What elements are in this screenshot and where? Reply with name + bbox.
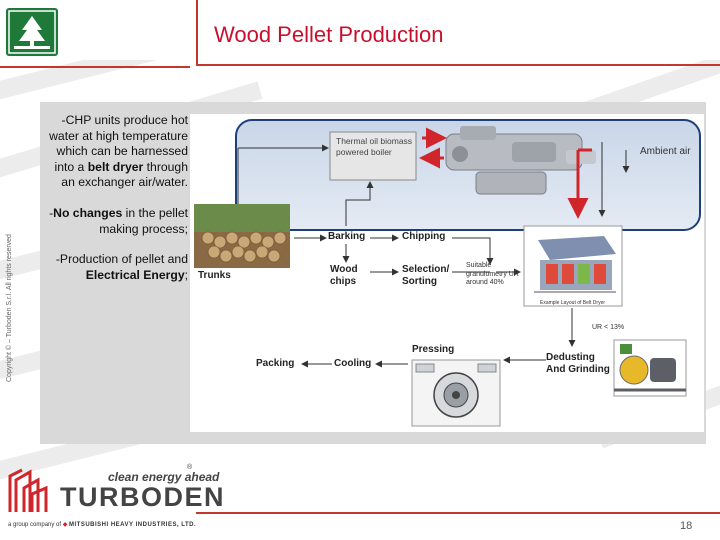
granulometry-label: Suitable granulometry UR around 40% (466, 262, 519, 286)
page-title: Wood Pellet Production (214, 22, 444, 47)
copyright-text: Copyright © – Turboden S.r.l. All rights… (6, 234, 13, 382)
pellet-press-illustration (411, 359, 501, 427)
ambient-air-label: Ambient air (640, 146, 691, 157)
belt-dryer-illustration (523, 225, 623, 307)
company-tree-logo (6, 8, 58, 56)
bold-electrical-energy: Electrical Energy (85, 267, 185, 282)
bullet-belt-dryer: -CHP units produce hot water at high tem… (49, 113, 188, 190)
process-diagram: Thermal oil biomass powered boiler Ambie… (190, 114, 704, 432)
barking-label: Barking (328, 231, 366, 242)
pressing-label: Pressing (412, 344, 455, 355)
bold-belt-dryer: belt dryer (87, 159, 144, 174)
grinder-illustration (613, 339, 687, 397)
registered-mark: ® (187, 464, 193, 471)
boiler-label: Thermal oil biomass powered boiler (336, 136, 413, 157)
trunks-label: Trunks (198, 270, 231, 281)
trunks-photo (194, 204, 290, 268)
dryer-caption: Example Layout of Belt Dryer (540, 300, 606, 306)
boiler-box (329, 131, 417, 181)
cooling-label: Cooling (334, 358, 372, 369)
page-number: 18 (680, 520, 693, 532)
wood-chips-label: Wood chips (330, 264, 358, 287)
bold-no-changes: No changes (53, 205, 123, 220)
turboden-logo (6, 458, 202, 530)
bullet-text-column: -CHP units produce hot water at high tem… (40, 113, 188, 298)
copyright-notice: Copyright © – Turboden S.r.l. All rights… (2, 210, 14, 390)
footer-rule (196, 512, 720, 514)
bullet-electrical-energy: -Production of pellet and Electrical Ene… (55, 252, 188, 282)
header-frame (196, 0, 720, 66)
turbine-machinery (445, 126, 596, 195)
chipping-label: Chipping (402, 231, 446, 242)
brand-tagline: clean energy ahead (108, 470, 220, 484)
selection-sorting-label: Selection/ Sorting (402, 264, 450, 287)
group-company-line: a group company of ◆ MITSUBISHI HEAVY IN… (8, 522, 197, 528)
brand-name: TURBODEN (60, 482, 225, 512)
ur-after-label: UR < 13% (592, 324, 625, 331)
packing-label: Packing (256, 358, 295, 369)
header-rule (0, 66, 190, 68)
mitsubishi-diamond-icon: ◆ (62, 522, 68, 528)
bullet-no-changes: -No changes in the pellet making process… (49, 205, 188, 236)
dedusting-label: Dedusting And Grinding (546, 352, 610, 375)
